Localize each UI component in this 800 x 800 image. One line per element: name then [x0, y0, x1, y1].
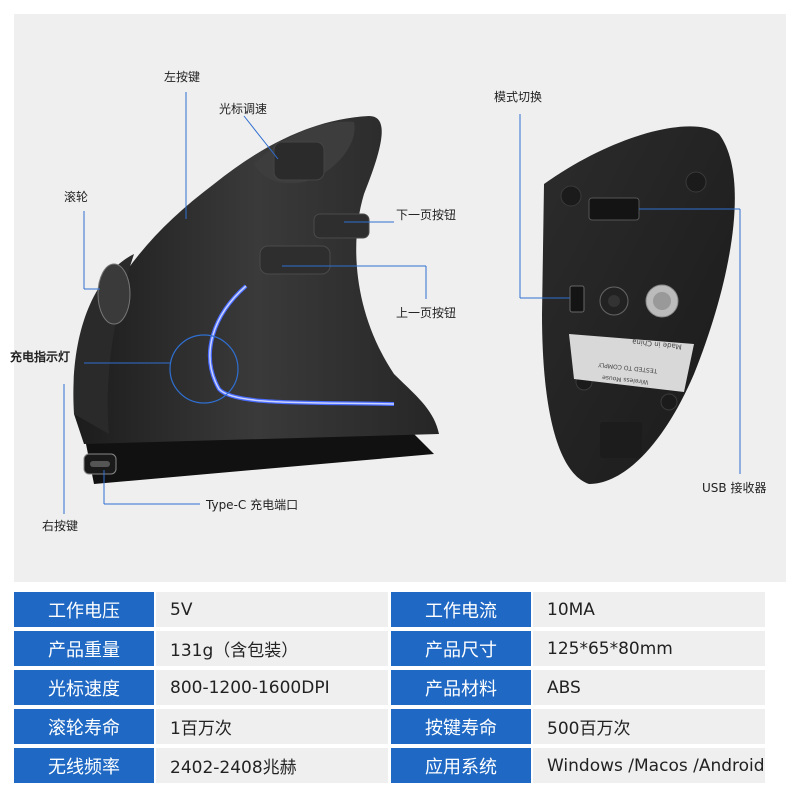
callout-page-up: 上一页按钮	[396, 306, 457, 320]
spec-key: 产品尺寸	[391, 631, 531, 666]
callout-lines	[63, 92, 741, 514]
table-row: 产品重量 131g（含包装） 产品尺寸 125*65*80mm	[14, 631, 786, 666]
spec-key: 产品重量	[14, 631, 154, 666]
spec-key: 无线频率	[14, 748, 154, 783]
callout-right-button: 右按键	[42, 519, 79, 533]
spec-key: 工作电压	[14, 592, 154, 627]
spec-key: 应用系统	[391, 748, 531, 783]
product-photo-area: 左按键 光标调速 滚轮 下一页按钮 上一页按钮 充电指示灯 Type-C 充电端…	[10, 14, 786, 582]
callout-cursor-speed: 光标调速	[219, 102, 268, 116]
table-row: 光标速度 800-1200-1600DPI 产品材料 ABS	[14, 670, 786, 705]
callout-usb-receiver: USB 接收器	[702, 481, 767, 495]
callout-page-down: 下一页按钮	[396, 208, 457, 222]
callout-charge-indicator: 充电指示灯	[10, 350, 71, 364]
spec-table: 工作电压 5V 工作电流 10MA 产品重量 131g（含包装） 产品尺寸 12…	[14, 592, 786, 787]
spec-value: Windows /Macos /Android	[533, 748, 765, 783]
vertical-mouse-side	[73, 116, 439, 484]
callout-scroll-wheel: 滚轮	[64, 190, 89, 204]
spec-key: 光标速度	[14, 670, 154, 705]
spec-key: 按键寿命	[391, 709, 531, 744]
callout-mode-switch: 模式切换	[494, 90, 543, 104]
spec-value: 500百万次	[533, 709, 765, 744]
callout-left-button: 左按键	[164, 70, 201, 84]
spec-key: 工作电流	[391, 592, 531, 627]
mouse-illustration	[63, 92, 741, 514]
table-row: 滚轮寿命 1百万次 按键寿命 500百万次	[14, 709, 786, 744]
spec-value: 2402-2408兆赫	[156, 748, 388, 783]
spec-value: 131g（含包装）	[156, 631, 388, 666]
spec-value: 800-1200-1600DPI	[156, 670, 388, 705]
table-row: 无线频率 2402-2408兆赫 应用系统 Windows /Macos /An…	[14, 748, 786, 783]
table-row: 工作电压 5V 工作电流 10MA	[14, 592, 786, 627]
spec-value: 5V	[156, 592, 388, 627]
spec-value: 10MA	[533, 592, 765, 627]
callout-type-c-port: Type-C 充电端口	[206, 498, 299, 512]
mouse-bottom-view	[542, 126, 735, 484]
spec-value: ABS	[533, 670, 765, 705]
spec-key: 产品材料	[391, 670, 531, 705]
spec-value: 125*65*80mm	[533, 631, 765, 666]
spec-value: 1百万次	[156, 709, 388, 744]
spec-key: 滚轮寿命	[14, 709, 154, 744]
